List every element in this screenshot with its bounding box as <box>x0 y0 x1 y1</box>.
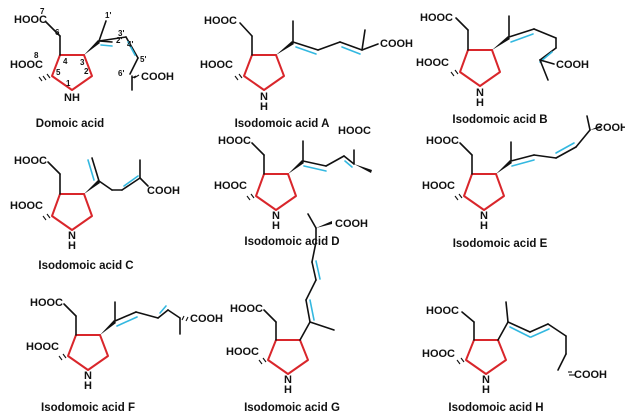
molecule-isodomoic-acid-a: HOOC HOOC COOH N H Isodomoic acid A <box>200 15 413 130</box>
svg-text:3': 3' <box>118 29 124 38</box>
svg-text:COOH: COOH <box>335 218 368 230</box>
svg-text:N: N <box>480 210 488 222</box>
svg-text:2: 2 <box>84 67 89 76</box>
svg-text:H: H <box>284 384 292 396</box>
svg-text:HOOC: HOOC <box>30 297 63 309</box>
svg-text:H: H <box>482 384 490 396</box>
svg-text:COOH: COOH <box>595 122 625 134</box>
svg-text:HOOC: HOOC <box>14 155 47 167</box>
svg-text:HOOC: HOOC <box>230 303 263 315</box>
svg-text:HOOC: HOOC <box>200 59 233 71</box>
svg-text:1': 1' <box>105 11 111 20</box>
svg-text:N: N <box>476 87 484 99</box>
svg-text:N: N <box>482 374 490 386</box>
molecule-label: Isodomoic acid C <box>38 260 133 272</box>
molecule-isodomoic-acid-c: HOOC HOOC COOH N H Isodomoic acid C <box>10 155 180 272</box>
molecule-label: Isodomoic acid H <box>448 402 543 414</box>
svg-text:H: H <box>260 101 268 113</box>
svg-text:COOH: COOH <box>147 185 180 197</box>
svg-text:7: 7 <box>40 7 45 16</box>
svg-text:N: N <box>68 230 76 242</box>
carboxyl-left-top: HOOC <box>14 14 47 26</box>
svg-text:6': 6' <box>118 69 124 78</box>
molecule-label: Isodomoic acid A <box>235 118 330 130</box>
molecule-isodomoic-acid-g: HOOC HOOC COOH N H Isodomoic acid G <box>226 213 368 414</box>
svg-text:HOOC: HOOC <box>420 12 453 24</box>
svg-text:N: N <box>284 374 292 386</box>
svg-text:HOOC: HOOC <box>426 305 459 317</box>
molecule-label: Isodomoic acid F <box>41 402 135 414</box>
molecule-label: Isodomoic acid B <box>452 114 547 126</box>
molecule-domoic-acid: HOOC HOOC COOH NH 1 2 3 4 5 6 7 8 1' 2' … <box>10 7 174 130</box>
svg-text:HOOC: HOOC <box>26 341 59 353</box>
svg-text:HOOC: HOOC <box>422 180 455 192</box>
svg-text:H: H <box>272 220 280 232</box>
carboxyl-right: COOH <box>141 71 174 83</box>
svg-text:N: N <box>260 91 268 103</box>
svg-text:N: N <box>272 210 280 222</box>
svg-text:H: H <box>68 240 76 252</box>
amine-nh: NH <box>64 92 80 104</box>
svg-text:6: 6 <box>55 28 60 37</box>
svg-text:5: 5 <box>56 68 61 77</box>
pyrrolidine-ring <box>51 54 93 91</box>
svg-text:HOOC: HOOC <box>426 135 459 147</box>
svg-text:1: 1 <box>66 79 71 88</box>
svg-text:H: H <box>476 97 484 109</box>
molecule-isodomoic-acid-e: HOOC HOOC COOH N H Isodomoic acid E <box>422 115 625 250</box>
svg-text:HOOC: HOOC <box>10 200 43 212</box>
svg-text:HOOC: HOOC <box>218 135 251 147</box>
svg-text:HOOC: HOOC <box>416 57 449 69</box>
svg-text:2': 2' <box>116 36 122 45</box>
svg-text:N: N <box>84 370 92 382</box>
svg-text:8: 8 <box>34 51 39 60</box>
molecule-isodomoic-acid-b: HOOC HOOC COOH N H Isodomoic acid B <box>416 12 589 126</box>
svg-text:HOOC: HOOC <box>204 15 237 27</box>
molecule-isodomoic-acid-h: HOOC HOOC COOH N H Isodomoic acid H <box>422 301 607 414</box>
molecule-label: Isodomoic acid D <box>244 236 339 248</box>
svg-text:3: 3 <box>80 58 85 67</box>
molecule-label: Isodomoic acid E <box>453 238 548 250</box>
svg-text:COOH: COOH <box>574 369 607 381</box>
svg-text:COOH: COOH <box>556 59 589 71</box>
svg-text:H: H <box>480 220 488 232</box>
svg-text:4': 4' <box>127 40 133 49</box>
svg-text:COOH: COOH <box>380 38 413 50</box>
svg-text:4: 4 <box>63 57 68 66</box>
carboxyl-left-bottom: HOOC <box>10 59 43 71</box>
svg-text:HOOC: HOOC <box>422 348 455 360</box>
svg-text:COOH: COOH <box>190 313 223 325</box>
svg-text:H: H <box>84 380 92 392</box>
molecule-label: Domoic acid <box>36 118 104 130</box>
svg-text:HOOC: HOOC <box>214 180 247 192</box>
svg-text:HOOC: HOOC <box>338 125 371 137</box>
molecule-isodomoic-acid-f: HOOC HOOC COOH N H Isodomoic acid F <box>26 297 223 414</box>
svg-text:HOOC: HOOC <box>226 346 259 358</box>
svg-text:5': 5' <box>140 55 146 64</box>
molecule-label: Isodomoic acid G <box>244 402 340 414</box>
